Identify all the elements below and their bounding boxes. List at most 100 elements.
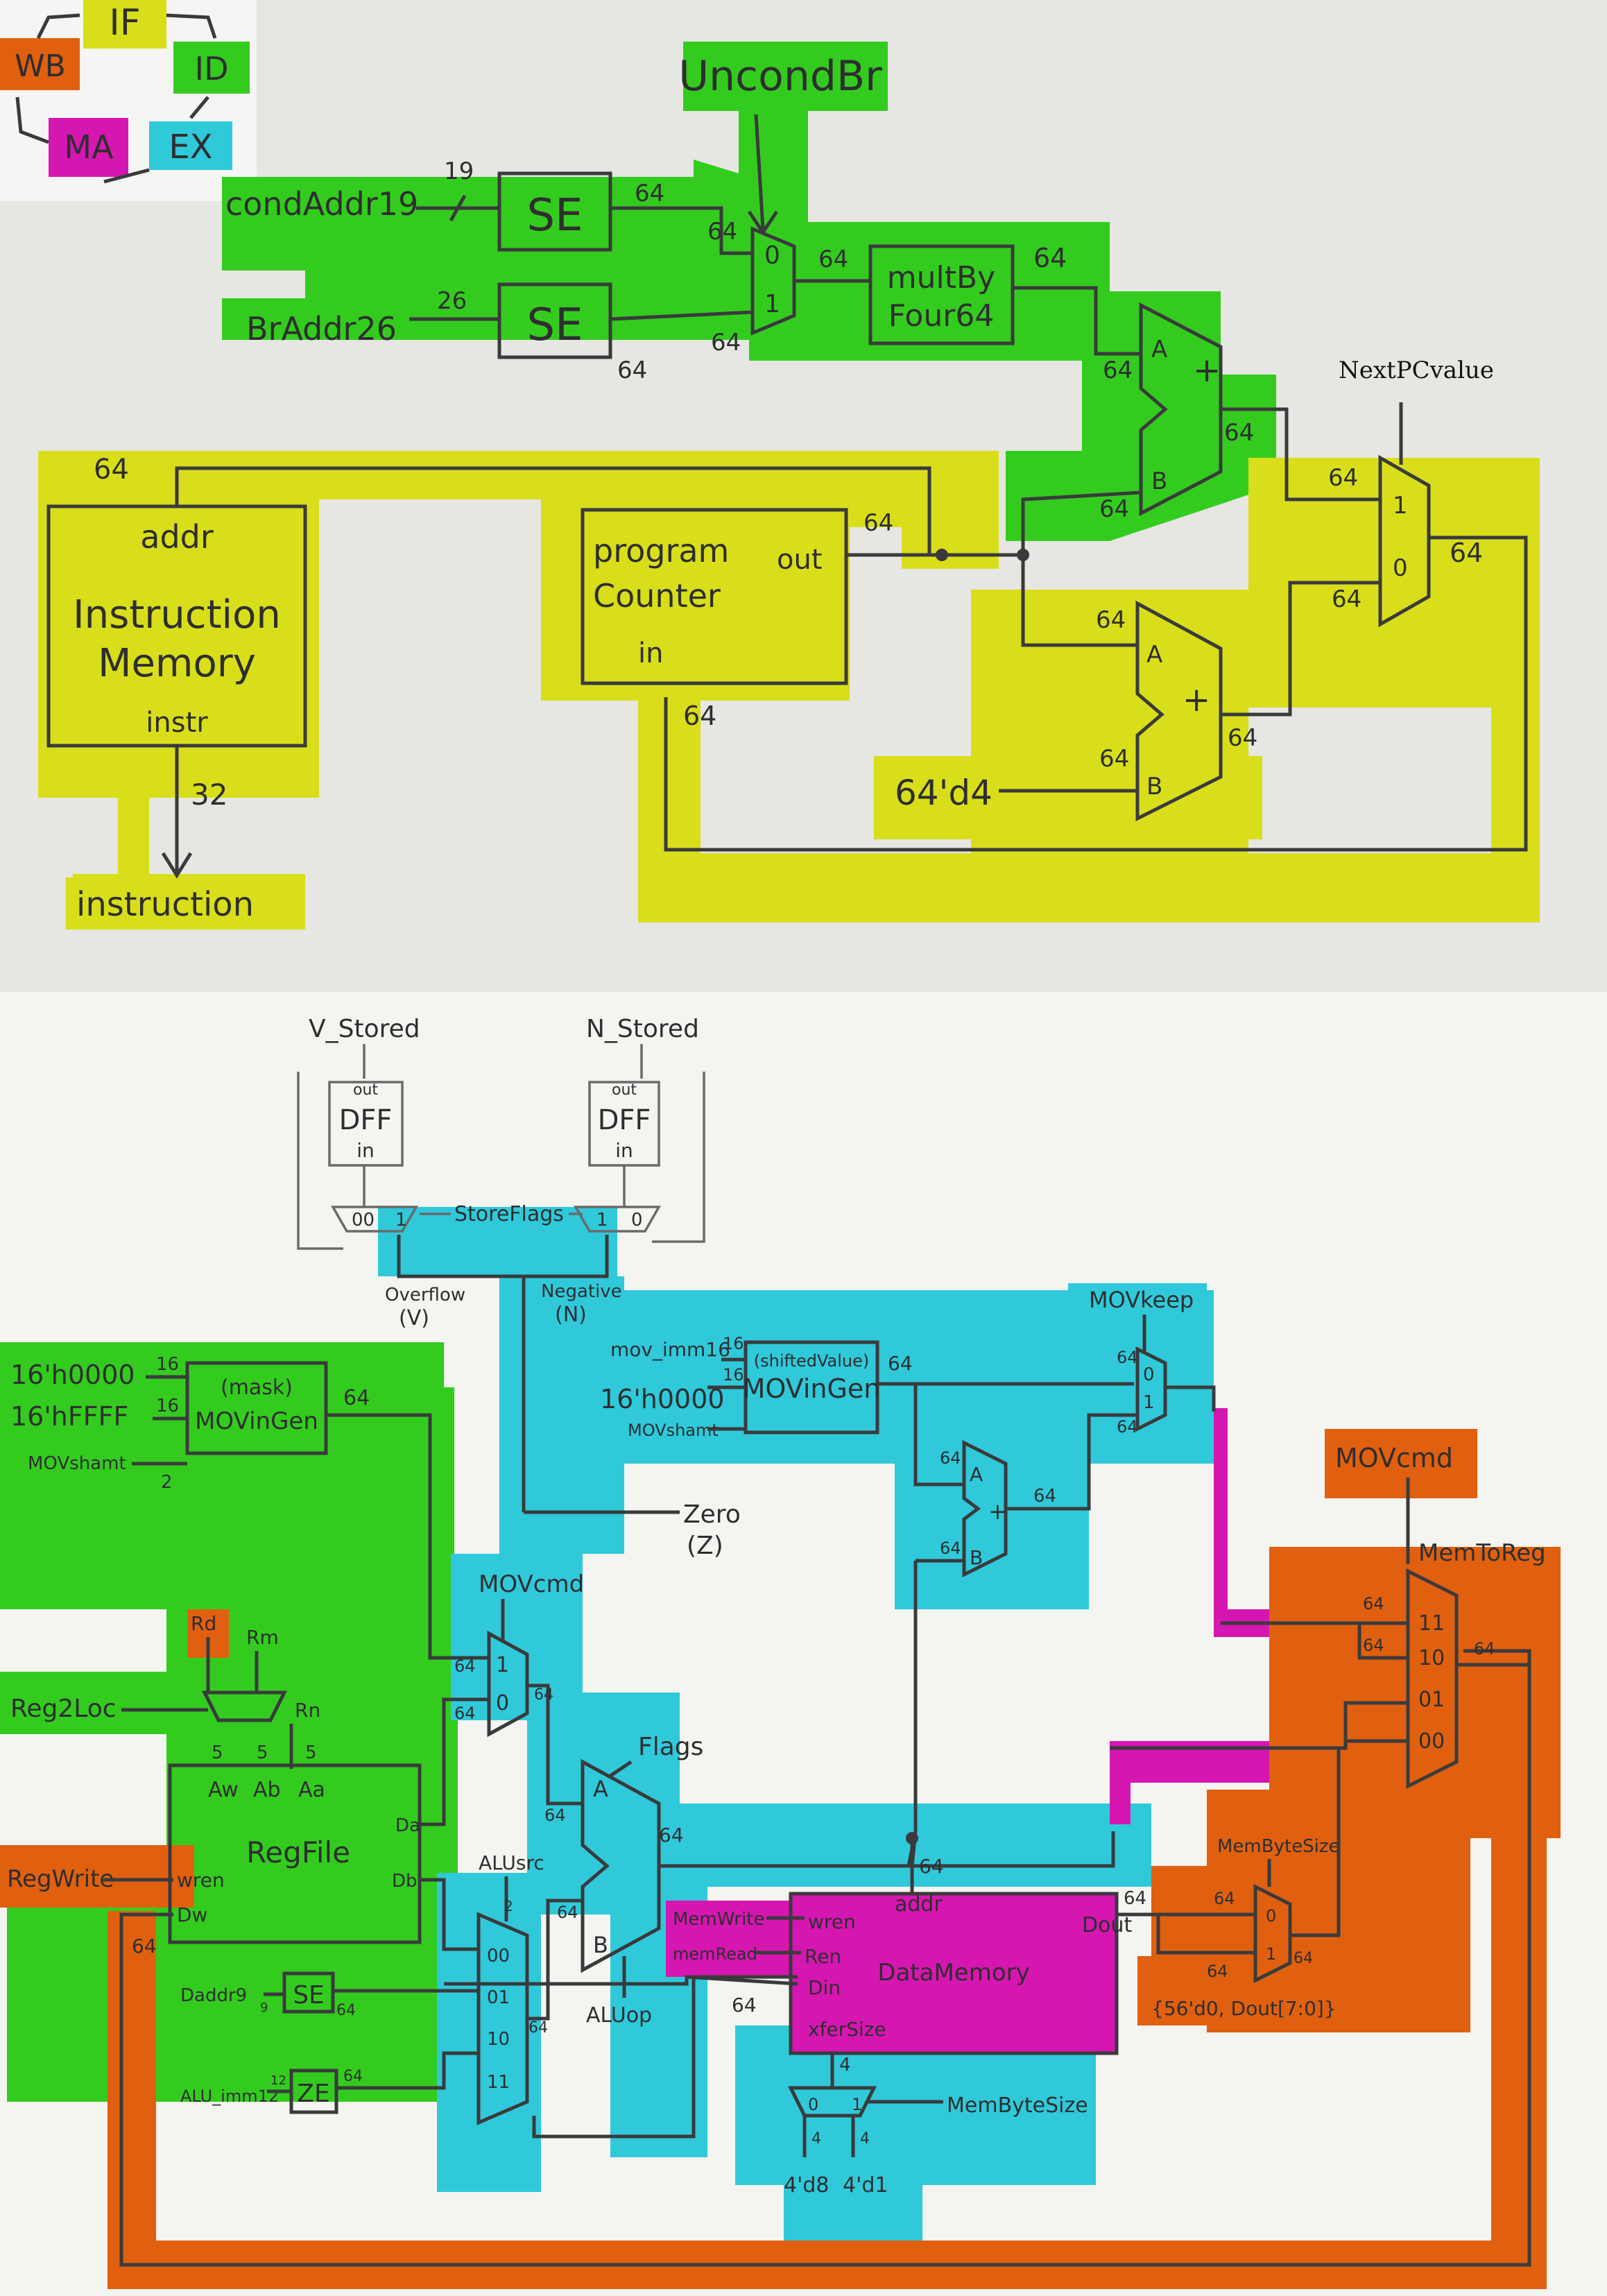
se-cond-out-wire [610,206,753,255]
mask-gen-out-width: 64 [343,1386,370,1410]
legend-arrow-if-id [166,13,217,39]
cond-addr19-label: condAddr19 [225,185,418,223]
n-flag-mux [573,1206,662,1233]
incr-adder-out-width: 64 [1228,724,1257,752]
uncond-br-label: UncondBr [678,52,882,101]
sign-extend-br [497,282,612,359]
dmem-dout-port: Dout [1082,1913,1132,1937]
register-file [168,1763,422,1944]
alu-in-b-width: 64 [557,1903,578,1922]
legend-arrow-id-ex [189,96,209,119]
aw-width: 5 [212,1742,223,1763]
fetch-stage: UncondBr condAddr19 19 SE 64 64 BrAddr26… [46,52,1528,924]
uncond-br-wire [754,114,765,230]
zero-label: Zero [683,1500,741,1529]
daddr9-label: Daddr9 [180,1985,247,2006]
shift-gen-line1: (shiftedValue) [754,1351,869,1371]
pc-in-width: 64 [683,701,716,731]
byte-in1-width: 64 [1207,1962,1228,1981]
flags-wire [609,1760,633,1778]
mov-adder-out-width: 64 [1033,1486,1056,1507]
mult-out-width: 64 [1033,243,1067,273]
ze-label: ZE [297,2080,329,2108]
mov-select-mux [487,1630,529,1738]
branch-adder [1139,302,1223,517]
incr-adder-a: A [1146,641,1162,669]
alu-b: B [593,1932,608,1958]
sign-extend-cond [497,171,612,252]
n-mux-0: 0 [631,1210,643,1231]
v-flag-mux [330,1206,419,1233]
se-daddr-label: SE [293,1981,325,2010]
incr-adder-in-a-width: 64 [1096,606,1126,634]
xfer-in0-width: 4 [811,2130,821,2148]
byte-pad-label: {56'd0, Dout[7:0]} [1151,1997,1337,2020]
xfer-mux-1: 1 [852,2095,862,2114]
mult-out-wire [1013,286,1141,356]
mov-select-out-wire [527,1684,583,1806]
branch-mux-1: 1 [764,290,780,318]
n-mux-1: 1 [596,1210,608,1231]
ze-out-wire [336,2051,479,2090]
pc-mux-0: 0 [1393,554,1408,582]
mov-keep-in1-width: 64 [1117,1417,1138,1437]
byte-mux-1: 1 [1266,1944,1276,1964]
mask-gen-out-wire [326,1413,489,1660]
mem-read-label: memRead [673,1944,757,1964]
branch-adder-in-a-width: 64 [1103,357,1133,384]
const-h0000-b-label: 16'h0000 [600,1384,725,1414]
db-out-wire [420,1878,479,1951]
mux-br-in0-width: 64 [707,218,737,246]
mask-in-16b: 16 [156,1396,179,1416]
mem-to-reg-label: MemToReg [1418,1539,1546,1567]
writeback-block: MOVcmd MemToReg 11 10 01 00 64 64 64 Mem… [1110,1443,1546,2020]
const-four-label: 64'd4 [895,773,992,813]
flags-label: Flags [638,1733,703,1761]
mov-adder-plus: + [988,1498,1007,1525]
db-port: Db [392,1871,418,1892]
mem-byte-size-a-label: MemByteSize [1217,1836,1340,1857]
mov-imm16-label: mov_imm16 [610,1338,730,1361]
imem-instr-port: instr [146,707,208,739]
shift-in-16b: 16 [723,1365,744,1385]
pc-to-imem-wire [175,466,931,555]
zero-extend-imm [289,2068,338,2114]
const-h0000-a-label: 16'h0000 [10,1360,135,1390]
mov-select-0: 0 [496,1691,509,1715]
pc-mux-in0-width: 64 [1332,585,1361,613]
alu-src-00: 00 [487,1946,510,1967]
shift-gen-out-width: 64 [888,1352,913,1375]
mov-select-1: 1 [496,1653,509,1677]
branch-adder-out-wire [1221,407,1380,502]
byte-mux-out-width: 64 [1294,1950,1313,1967]
store-flags-label: StoreFlags [454,1202,564,1226]
daddr-width: 9 [260,2001,268,2015]
dff-n-in: in [615,1139,633,1162]
wb-in-10-width: 64 [1363,1636,1384,1655]
mask-gen-line1: (mask) [221,1376,293,1400]
mult-by-four-line1: multBy [887,260,995,295]
flag-feedback-wires [297,1072,705,1250]
mov-adder-out-wire [1006,1413,1137,1511]
incr-adder-in-b-width: 64 [1099,745,1129,773]
alu-imm12-label: ALU_imm12 [180,2087,279,2106]
zero-z-label: (Z) [687,1532,723,1560]
shift-gen-out-wire [877,1382,1134,1487]
cond-addr19-tick [449,194,467,222]
shift-mov-shamt-label: MOVshamt [628,1421,719,1440]
da-out-wire [420,1697,489,1826]
const-4d8-label: 4'd8 [784,2173,829,2198]
wb-in-11-width: 64 [1363,1594,1384,1613]
incr-adder-plus: + [1183,680,1210,719]
branch-mux-out-width: 64 [818,246,848,273]
imem-addr-port: addr [140,518,214,556]
dff-v-in: in [356,1139,375,1162]
pc-line1: program [593,532,729,569]
shift-mov-in-gen [744,1340,879,1434]
mask-mov-in-gen [185,1361,328,1455]
legend-ma-swatch [49,118,128,177]
pc-select-mux [1378,454,1431,628]
overflow-v-label: (V) [399,1306,429,1330]
wb-mux-10: 10 [1418,1646,1445,1670]
